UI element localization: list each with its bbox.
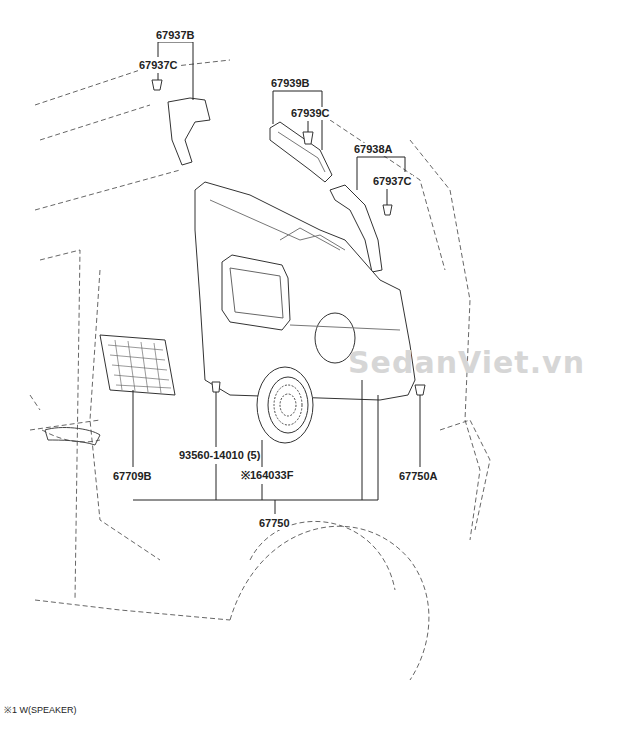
clip-number: 67937C: [138, 59, 179, 72]
part-number: 67750A: [398, 470, 439, 483]
clip-number: 67937C: [372, 175, 413, 188]
part-number: 67939B: [270, 77, 311, 90]
footnote: ※1 W(SPEAKER): [3, 704, 78, 717]
part-number: ※164033F: [240, 469, 294, 482]
part-number: 67709B: [112, 470, 153, 483]
part-number: 67938A: [353, 143, 394, 156]
screw-number: 93560-14010 (5): [178, 449, 261, 462]
part-number: 67937B: [155, 29, 196, 42]
assembly-number: 67750: [258, 517, 291, 530]
clip-number: 67939C: [290, 107, 331, 120]
watermark: SedanViet.vn: [348, 345, 585, 380]
